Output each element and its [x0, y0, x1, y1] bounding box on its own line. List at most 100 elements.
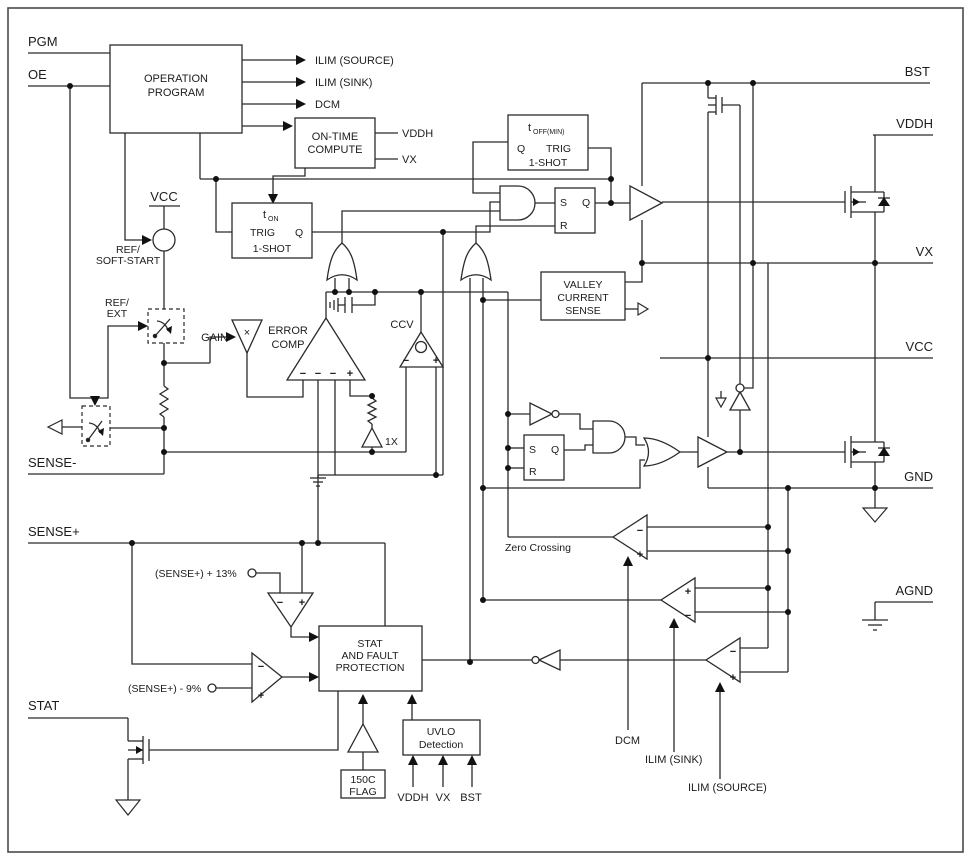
pin-bst: BST: [905, 64, 930, 79]
stat-fault-protection-block: [318, 625, 423, 692]
latch2-s: S: [529, 444, 536, 456]
junction-dots: [67, 80, 878, 665]
flag-buffer: [346, 722, 380, 753]
deadtime-detector: [728, 390, 752, 411]
valley-current-sense-block: [540, 271, 626, 321]
pin-sense-minus: SENSE-: [28, 455, 76, 470]
label-ilim-source-bottom: ILIM (SOURCE): [688, 782, 767, 794]
low-side-driver-buffer: [697, 435, 729, 469]
switch-arrow-icon: [166, 326, 172, 334]
uvlo-in-bst: BST: [460, 792, 482, 804]
label-comp: COMP: [272, 339, 305, 351]
ton-sub: ON: [268, 216, 279, 223]
stat-block-line2: AND FAULT: [342, 650, 400, 662]
pin-agnd: AGND: [895, 583, 933, 598]
pin-gnd: GND: [904, 469, 933, 484]
pin-sense-plus: SENSE+: [28, 524, 80, 539]
ov-minus: −: [277, 597, 283, 609]
label-error: ERROR: [268, 325, 308, 337]
switch-icon: [85, 318, 171, 443]
label-minus9: (SENSE+) - 9%: [128, 683, 201, 695]
ton-oneshot-label: 1-SHOT: [253, 243, 292, 255]
ov-plus: +: [299, 597, 305, 609]
ton-q: Q: [295, 227, 303, 239]
ontime-line1: ON-TIME: [312, 131, 358, 143]
sr-latch-low-side: [523, 434, 565, 481]
pin-vcc-right: VCC: [906, 339, 933, 354]
compa-plus: +: [637, 549, 643, 561]
toff-one-shot-block: [507, 114, 589, 171]
label-dcm-bottom: DCM: [615, 735, 640, 747]
sr-latch-high-side: [554, 187, 596, 234]
valley-line1: VALLEY: [564, 279, 603, 291]
unity-gain-buffer: [360, 426, 384, 448]
ontime-line2: COMPUTE: [308, 144, 363, 156]
ref-ext-2: EXT: [107, 308, 128, 320]
inverter-bubble-icon: [531, 655, 540, 665]
labels: PGM OE VCC SENSE- SENSE+ STAT BST VDDH V…: [28, 34, 933, 804]
error-comp-amp: [285, 316, 367, 381]
latch1-s: S: [560, 197, 567, 209]
pin-stat: STAT: [28, 698, 59, 713]
ec-minus: −: [330, 368, 336, 380]
uv-minus: −: [258, 661, 264, 673]
label-1x: 1X: [385, 436, 398, 448]
compb-minus: −: [685, 610, 691, 622]
label-dcm-out: DCM: [315, 99, 340, 111]
label-ilim-sink-out: ILIM (SINK): [315, 77, 372, 89]
ref-soft-start-2: SOFT-START: [96, 255, 161, 267]
compc-minus: −: [730, 646, 736, 658]
ccv-minus: −: [403, 355, 409, 367]
open-arrowheads: [46, 301, 889, 816]
ilim-source-comparator: [704, 636, 741, 684]
ton-one-shot-block: [231, 202, 313, 259]
minus9-terminal-icon: [207, 683, 217, 693]
compa-minus: −: [637, 525, 643, 537]
ccv-source-icon: [414, 340, 428, 354]
label-ontime-vddh: VDDH: [402, 128, 433, 140]
inverter-fault: [537, 648, 561, 672]
or-gate-low-side: [642, 437, 682, 467]
toff-q: Q: [517, 143, 525, 155]
ton-trig: TRIG: [250, 227, 275, 239]
op-block-line2: PROGRAM: [148, 87, 205, 99]
latch2-r: R: [529, 466, 537, 478]
on-time-compute-block: [294, 117, 376, 169]
op-block-line1: OPERATION: [144, 73, 208, 85]
operation-program-block: [109, 44, 243, 134]
switch-arrow-icon: [98, 428, 104, 436]
high-side-driver-buffer: [629, 184, 664, 222]
flag-line1: 150C: [350, 774, 376, 786]
label-plus13: (SENSE+) + 13%: [155, 568, 237, 580]
pin-pgm: PGM: [28, 34, 58, 49]
plus13-terminal-icon: [247, 568, 257, 578]
label-ccv: CCV: [390, 319, 414, 331]
compc-plus: +: [730, 672, 736, 684]
uvlo-line2: Detection: [419, 739, 464, 751]
arrowheads: [90, 55, 890, 765]
flag-line2: FLAG: [349, 786, 376, 798]
ccv-plus: +: [433, 355, 439, 367]
diagram-border: [7, 7, 964, 853]
ec-plus: +: [347, 368, 353, 380]
toff-trig: TRIG: [546, 143, 571, 155]
ec-minus: −: [300, 368, 306, 380]
ov-13pct-comparator: [266, 592, 315, 629]
stat-block-line3: PROTECTION: [336, 662, 405, 674]
label-zero-crossing: Zero Crossing: [505, 542, 571, 554]
label-ilim-sink-bottom: ILIM (SINK): [645, 754, 702, 766]
sense-switch-box: [81, 405, 111, 447]
or-gate-2: [460, 242, 492, 282]
deadtime-bubble-icon: [735, 383, 745, 393]
latch1-r: R: [560, 220, 568, 232]
pin-vddh: VDDH: [896, 116, 933, 131]
ton-t: t: [263, 209, 266, 221]
zero-crossing-comparator: [611, 513, 648, 561]
label-ilim-source-out: ILIM (SOURCE): [315, 55, 394, 67]
valley-line3: SENSE: [565, 305, 601, 317]
pin-vx: VX: [916, 244, 934, 259]
uvlo-line1: UVLO: [427, 726, 456, 738]
label-ontime-vx: VX: [402, 154, 417, 166]
